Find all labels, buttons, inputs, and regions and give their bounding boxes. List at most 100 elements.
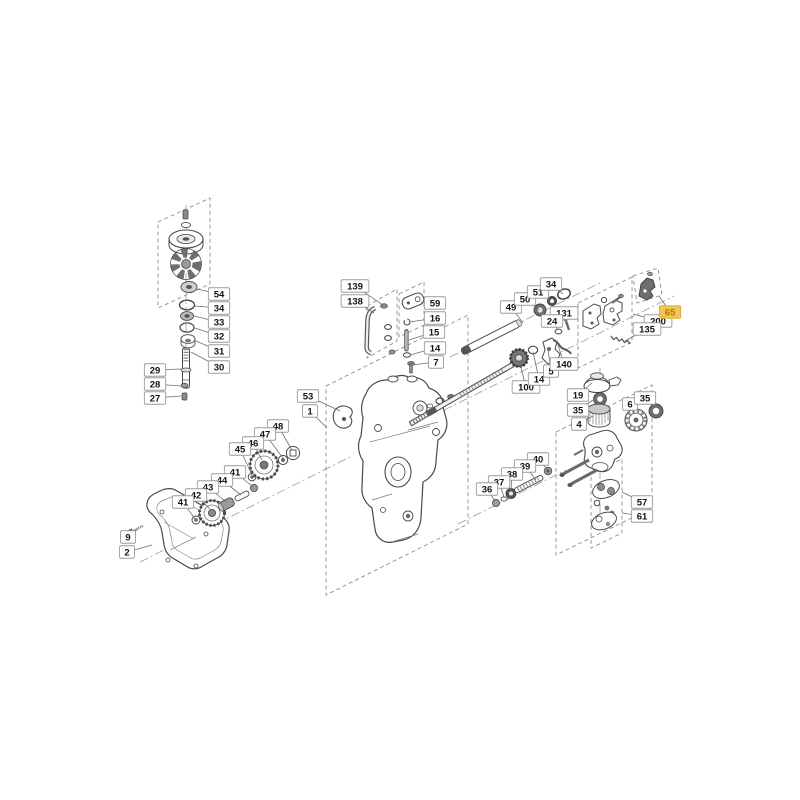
svg-text:38: 38 bbox=[507, 469, 518, 480]
part-callout-41[interactable]: 41 bbox=[171, 495, 196, 520]
svg-text:4: 4 bbox=[576, 419, 582, 430]
bracket-65-drawing bbox=[638, 271, 656, 301]
part-callout-57[interactable]: 57 bbox=[621, 491, 654, 509]
svg-text:24: 24 bbox=[547, 316, 558, 327]
part-callout-24[interactable]: 24 bbox=[540, 314, 564, 331]
plate-59-assembly-drawing bbox=[388, 292, 425, 374]
svg-text:1: 1 bbox=[307, 406, 313, 417]
svg-text:14: 14 bbox=[430, 343, 441, 354]
spring-135 bbox=[610, 335, 631, 345]
svg-text:35: 35 bbox=[573, 405, 584, 416]
box-brackets-200 bbox=[577, 276, 633, 369]
part-callout-135[interactable]: 135 bbox=[624, 322, 662, 342]
svg-text:19: 19 bbox=[573, 390, 584, 401]
svg-text:65: 65 bbox=[665, 307, 676, 318]
svg-text:138: 138 bbox=[347, 296, 363, 307]
part-callout-35[interactable]: 35 bbox=[633, 391, 657, 408]
part-callout-19[interactable]: 19 bbox=[566, 382, 593, 402]
svg-text:47: 47 bbox=[260, 429, 271, 440]
part-callout-27[interactable]: 27 bbox=[143, 391, 182, 405]
svg-text:49: 49 bbox=[506, 302, 517, 313]
svg-text:54: 54 bbox=[214, 289, 225, 300]
pulley-fan-assembly-drawing bbox=[168, 209, 204, 401]
svg-text:42: 42 bbox=[191, 490, 202, 501]
svg-text:57: 57 bbox=[637, 497, 648, 508]
svg-text:41: 41 bbox=[230, 467, 241, 478]
svg-text:45: 45 bbox=[235, 444, 246, 455]
part-callout-28[interactable]: 28 bbox=[143, 377, 182, 391]
box-pump-assembly bbox=[555, 384, 653, 556]
part-callout-34[interactable]: 34 bbox=[194, 301, 231, 315]
box-pulley-assembly bbox=[157, 197, 211, 309]
svg-text:135: 135 bbox=[639, 324, 656, 335]
part-callout-65-highlighted[interactable]: 65 bbox=[658, 295, 682, 319]
svg-text:9: 9 bbox=[125, 532, 130, 543]
svg-text:28: 28 bbox=[150, 379, 161, 390]
svg-text:44: 44 bbox=[217, 475, 228, 486]
part-callout-138[interactable]: 138 bbox=[340, 294, 375, 314]
svg-text:139: 139 bbox=[347, 281, 363, 292]
box-housing bbox=[325, 314, 469, 596]
part-callout-29[interactable]: 29 bbox=[143, 363, 182, 377]
cam-53-drawing bbox=[332, 405, 353, 429]
cover-assembly-drawing bbox=[128, 445, 301, 570]
svg-text:15: 15 bbox=[429, 327, 440, 338]
part-callout-45[interactable]: 45 bbox=[228, 442, 253, 476]
svg-text:29: 29 bbox=[150, 365, 161, 376]
part-callout-32[interactable]: 32 bbox=[194, 327, 231, 343]
part-callout-15[interactable]: 15 bbox=[408, 325, 446, 341]
svg-text:36: 36 bbox=[482, 484, 493, 495]
svg-text:39: 39 bbox=[520, 461, 531, 472]
part-callout-4[interactable]: 4 bbox=[571, 415, 594, 431]
svg-text:30: 30 bbox=[214, 362, 225, 373]
svg-text:61: 61 bbox=[637, 511, 648, 522]
fan-blades bbox=[170, 248, 202, 280]
svg-text:34: 34 bbox=[214, 303, 225, 314]
part-callout-1[interactable]: 1 bbox=[302, 404, 328, 429]
svg-text:33: 33 bbox=[214, 317, 225, 328]
svg-text:100: 100 bbox=[518, 382, 534, 393]
part-callout-2[interactable]: 2 bbox=[119, 544, 153, 559]
svg-text:35: 35 bbox=[640, 393, 651, 404]
svg-text:7: 7 bbox=[433, 357, 438, 368]
part-callout-54[interactable]: 54 bbox=[196, 287, 231, 301]
part-callout-139[interactable]: 139 bbox=[340, 279, 384, 306]
svg-text:43: 43 bbox=[203, 482, 214, 493]
part-callout-35[interactable]: 35 bbox=[566, 397, 597, 417]
part-callout-30[interactable]: 30 bbox=[190, 351, 231, 374]
part-callout-140[interactable]: 140 bbox=[549, 344, 579, 371]
svg-text:31: 31 bbox=[214, 346, 225, 357]
svg-text:14: 14 bbox=[534, 374, 545, 385]
svg-text:53: 53 bbox=[303, 391, 314, 402]
part-callout-59[interactable]: 59 bbox=[420, 296, 447, 310]
svg-text:40: 40 bbox=[533, 454, 544, 465]
svg-text:34: 34 bbox=[546, 279, 557, 290]
part-callout-40[interactable]: 40 bbox=[526, 452, 550, 470]
svg-text:46: 46 bbox=[248, 438, 259, 449]
part-callout-53[interactable]: 53 bbox=[296, 389, 341, 412]
svg-text:50: 50 bbox=[520, 294, 531, 305]
svg-text:59: 59 bbox=[430, 298, 441, 309]
svg-text:131: 131 bbox=[556, 308, 573, 319]
part-callout-9[interactable]: 9 bbox=[120, 528, 139, 544]
svg-text:16: 16 bbox=[430, 313, 441, 324]
part-callout-7[interactable]: 7 bbox=[411, 355, 444, 369]
svg-text:27: 27 bbox=[150, 393, 161, 404]
breather-tube-drawing bbox=[364, 303, 392, 356]
part-callout-31[interactable]: 31 bbox=[195, 340, 231, 358]
part-callout-33[interactable]: 33 bbox=[193, 315, 231, 329]
svg-text:48: 48 bbox=[273, 421, 284, 432]
part-callout-16[interactable]: 16 bbox=[409, 311, 447, 325]
part-callout-36[interactable]: 36 bbox=[475, 482, 499, 502]
svg-text:41: 41 bbox=[178, 497, 189, 508]
part-callout-14[interactable]: 14 bbox=[409, 341, 447, 356]
part-callout-61[interactable]: 61 bbox=[621, 509, 654, 523]
part-callout-34[interactable]: 34 bbox=[539, 277, 564, 295]
svg-text:2: 2 bbox=[124, 547, 129, 558]
svg-text:37: 37 bbox=[494, 477, 505, 488]
svg-text:6: 6 bbox=[627, 399, 632, 410]
box-breather-tube bbox=[366, 288, 398, 359]
